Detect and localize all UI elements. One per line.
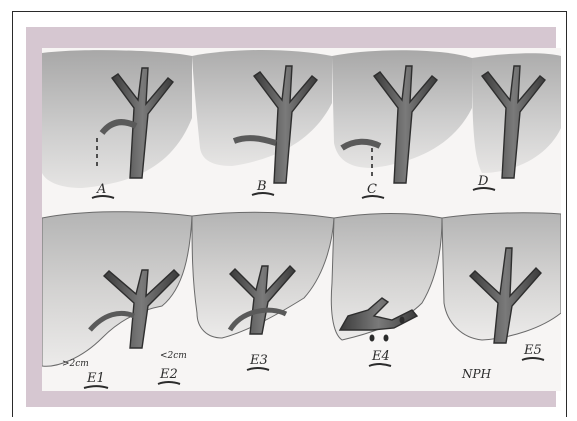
note-gt-2cm: >2cm (62, 359, 89, 369)
sketch-illustration: A B C D (42, 48, 561, 391)
note-lt-2cm: <2cm (160, 351, 187, 361)
label-e4: E4 (371, 349, 390, 364)
label-a: A (96, 182, 106, 197)
label-b: B (256, 179, 267, 194)
label-e3: E3 (249, 353, 268, 368)
label-nph: NPH (461, 367, 492, 381)
label-e5: E5 (523, 343, 542, 358)
label-e1: E1 (86, 371, 105, 386)
bottom-row-labels: >2cm <2cm E1 E2 E3 E4 NPH E5 (62, 343, 544, 388)
label-e2: E2 (159, 367, 178, 382)
top-row-labels: A B C D (92, 174, 495, 198)
label-d: D (477, 174, 489, 189)
label-c: C (367, 182, 377, 197)
sketch-svg: A B C D (42, 48, 561, 391)
top-row-livers (42, 50, 561, 188)
